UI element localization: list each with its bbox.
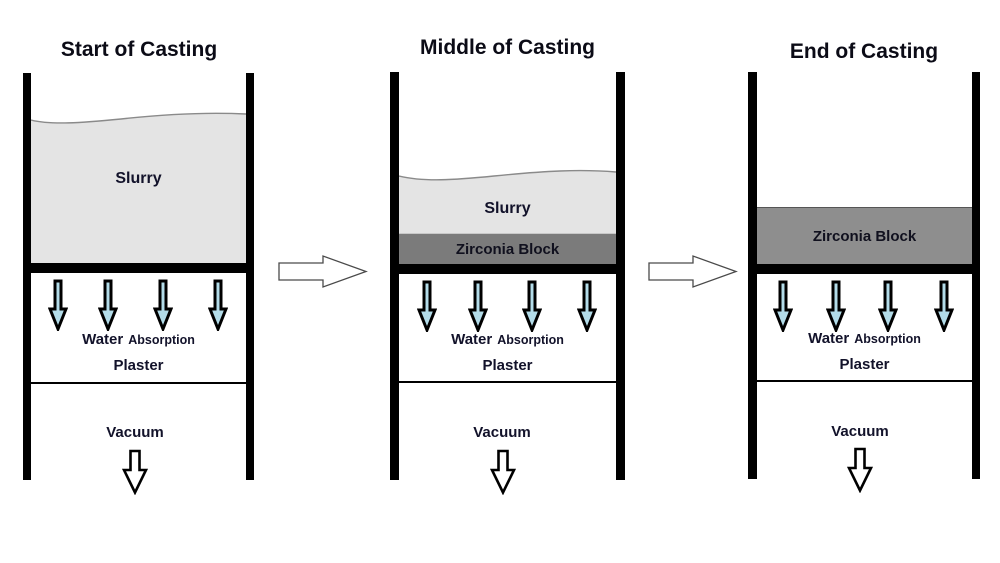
vacuum-label: Vacuum (106, 424, 164, 441)
plaster-label: Plaster (113, 357, 164, 374)
water-label: Water (82, 331, 124, 348)
process-step-arrow-icon (648, 255, 738, 288)
water-flow-arrow-icon (417, 280, 437, 332)
zirconia-block-label: Zirconia Block (812, 228, 917, 245)
water-flow-arrow-icon (577, 280, 597, 332)
water-flow-arrow-icon (48, 279, 68, 331)
water-flow-arrow-icon (522, 280, 542, 332)
absorption-label: Absorption (128, 333, 195, 347)
absorption-label: Absorption (497, 333, 564, 347)
mold-base-bar (23, 263, 254, 273)
plaster-label: Plaster (482, 357, 533, 374)
vacuum-label: Vacuum (831, 423, 889, 440)
slurry-label: Slurry (115, 170, 162, 187)
plaster-bottom-line (29, 382, 248, 384)
water-flow-arrow-icon (208, 279, 228, 331)
water-absorption-label: Water Absorption (31, 331, 246, 348)
slurry-region (31, 112, 246, 263)
vacuum-arrow-icon (847, 447, 873, 493)
water-label: Water (808, 330, 850, 347)
water-absorption-label: Water Absorption (757, 330, 972, 347)
zirconia-block-region: Zirconia Block (757, 207, 972, 265)
water-flow-arrow-icon (934, 280, 954, 332)
water-flow-arrow-icon (878, 280, 898, 332)
water-flow-arrow-icon (773, 280, 793, 332)
mold-wall-left (390, 72, 399, 480)
plaster-bottom-line (397, 381, 618, 383)
plaster-bottom-line (755, 380, 974, 382)
process-step-arrow-icon (278, 255, 368, 288)
zirconia-block-region: Zirconia Block (399, 233, 616, 265)
panel-title-start: Start of Casting (60, 38, 218, 61)
panel-title-middle: Middle of Casting (420, 36, 595, 59)
water-flow-arrow-icon (468, 280, 488, 332)
mold-wall-left (748, 72, 757, 479)
mold-wall-left (23, 73, 31, 480)
mold-wall-right (972, 72, 980, 479)
water-flow-arrow-icon (826, 280, 846, 332)
water-absorption-label: Water Absorption (399, 331, 616, 348)
vacuum-label: Vacuum (473, 424, 531, 441)
mold-wall-right (246, 73, 254, 480)
mold-wall-right (616, 72, 625, 480)
mold-base-bar (390, 264, 625, 274)
water-flow-arrow-icon (153, 279, 173, 331)
panel-title-end: End of Casting (789, 40, 939, 63)
vacuum-arrow-icon (122, 449, 148, 495)
mold-base-bar (748, 264, 980, 274)
water-flow-arrow-icon (98, 279, 118, 331)
water-label: Water (451, 331, 493, 348)
plaster-label: Plaster (839, 356, 890, 373)
vacuum-arrow-icon (490, 449, 516, 495)
slurry-label: Slurry (484, 200, 531, 217)
absorption-label: Absorption (854, 332, 921, 346)
zirconia-block-label: Zirconia Block (455, 241, 560, 258)
